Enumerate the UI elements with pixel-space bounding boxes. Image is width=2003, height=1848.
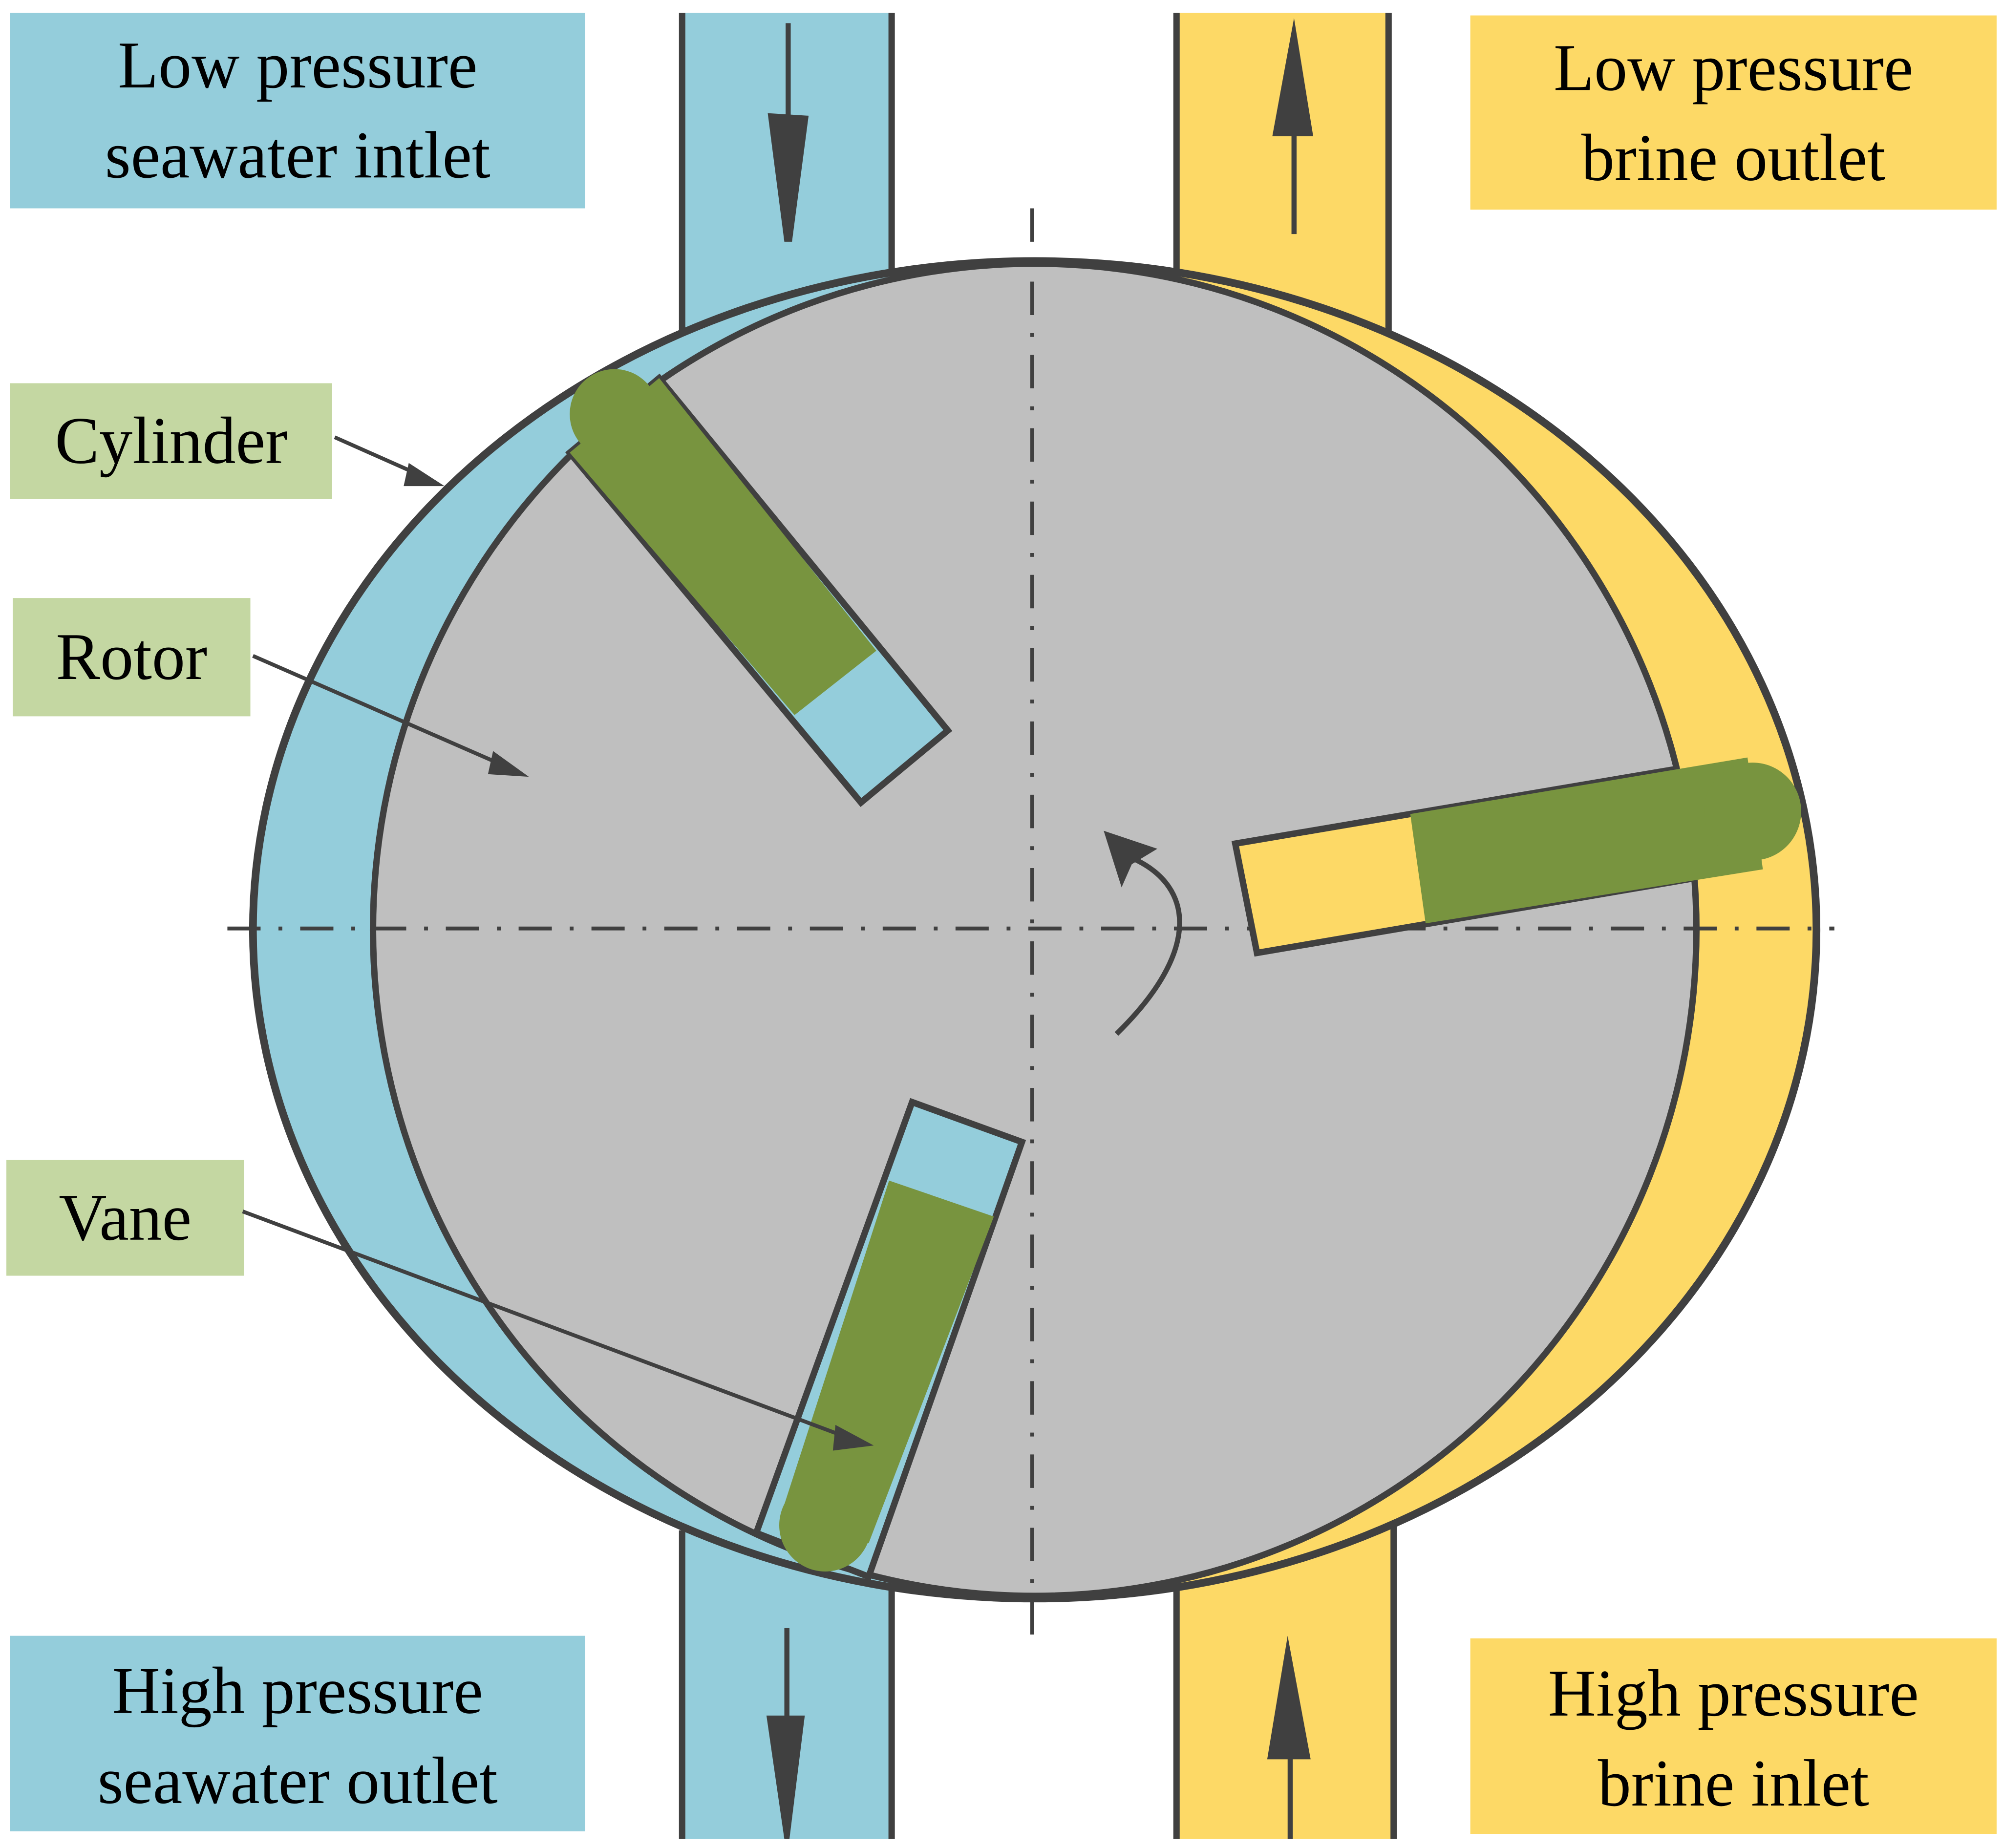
label-line2: seawater outlet	[98, 1743, 498, 1818]
label-lp-brine-outlet: Low pressure brine outlet	[1470, 15, 1997, 210]
label-line2: brine inlet	[1598, 1746, 1869, 1821]
vane-right	[1231, 757, 1801, 957]
flow-arrow-up-icon	[1272, 18, 1314, 234]
label-lp-seawater-inlet: Low pressure seawater intlet	[10, 13, 585, 209]
label-line1: High pressure	[112, 1653, 483, 1728]
label-rotor: Rotor	[13, 598, 529, 777]
vane-bottom	[752, 1098, 1026, 1581]
label-line1: High pressure	[1548, 1656, 1919, 1730]
label-cylinder: Cylinder	[10, 383, 445, 499]
label-line2: seawater intlet	[105, 118, 490, 192]
flow-arrow-up-icon	[1267, 1636, 1311, 1839]
label-line1: Low pressure	[1554, 30, 1913, 105]
part-label-text: Vane	[59, 1180, 192, 1254]
label-line1: Low pressure	[118, 28, 477, 103]
label-line2: brine outlet	[1581, 120, 1886, 195]
label-hp-seawater-outlet: High pressure seawater outlet	[10, 1636, 585, 1831]
flow-arrow-down-icon	[766, 1628, 805, 1839]
label-hp-brine-inlet: High pressure brine inlet	[1470, 1638, 1997, 1834]
flow-arrow-down-icon	[767, 23, 809, 242]
label-vane: Vane	[6, 1160, 874, 1451]
part-label-text: Cylinder	[55, 403, 287, 478]
vane-upper-left	[565, 369, 953, 807]
part-label-text: Rotor	[56, 619, 207, 694]
